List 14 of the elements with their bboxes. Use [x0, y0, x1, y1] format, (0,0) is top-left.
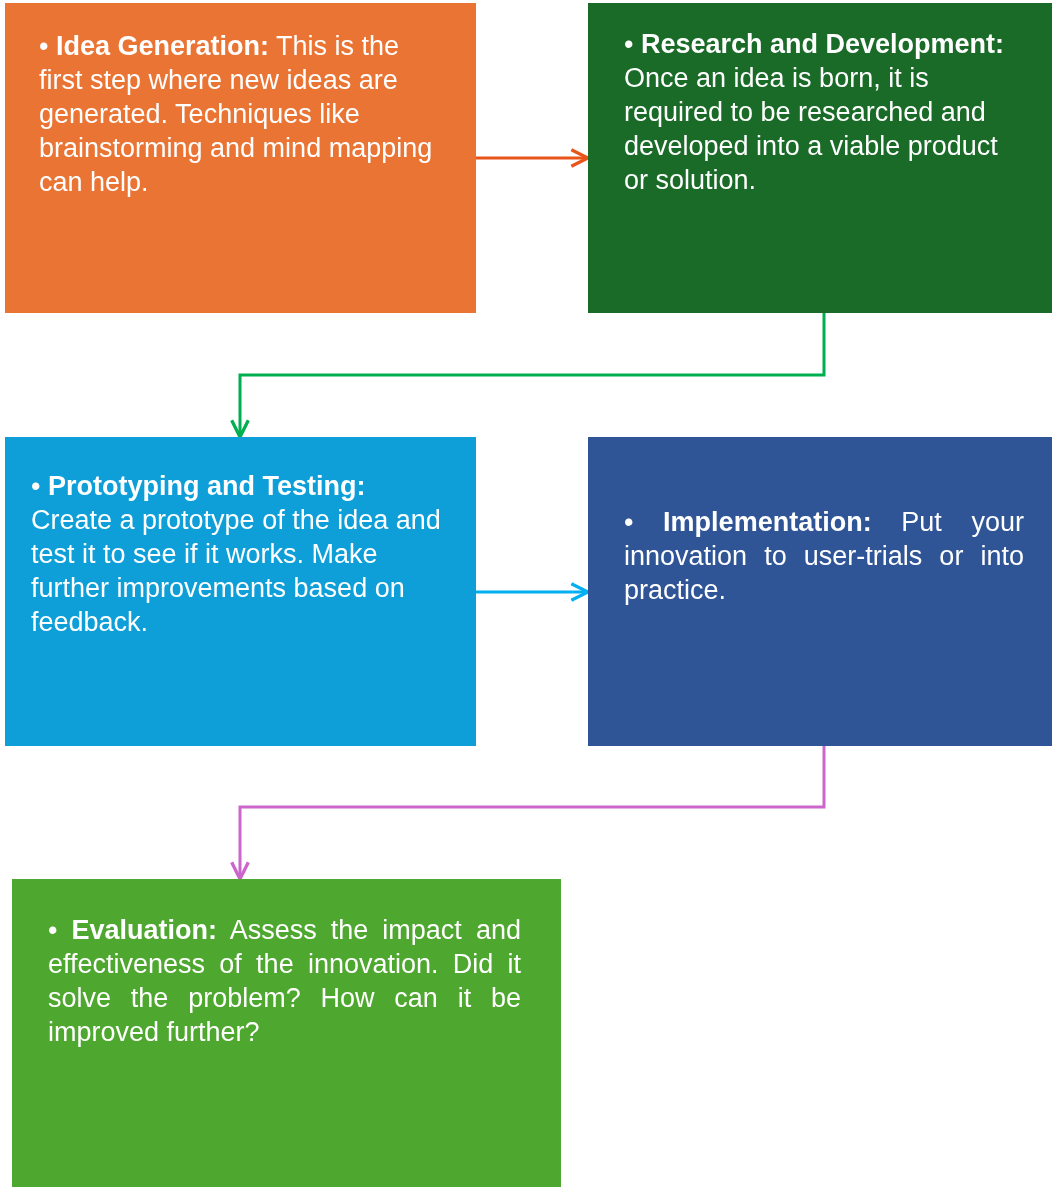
process-box — [588, 3, 1052, 313]
arrow — [230, 313, 826, 439]
step-description: • Prototyping and Testing: Create a prototype of the idea and test it to see if it works. Make further improvements based on feedback. — [31, 470, 442, 639]
step-description: • Idea Generation: This is the first step where new ideas are generated. Techniques like brainstorming and mind mapping can help. — [39, 30, 434, 199]
arrow — [476, 582, 590, 602]
process-box — [5, 437, 476, 746]
arrow — [230, 746, 826, 881]
arrow — [476, 148, 590, 168]
process-box — [5, 3, 476, 313]
step-description: • Research and Development: Once an idea is born, it is required to be researched and developed into a viable product or solution. — [624, 28, 1006, 197]
step-description: • Evaluation: Assess the impact and effectiveness of the innovation. Did it solve the problem? How can it be improved further? — [48, 914, 521, 1049]
process-box — [12, 879, 561, 1187]
process-box — [588, 437, 1052, 746]
step-description: • Implementation: Put your innovation to user-trials or into practice. — [624, 506, 1024, 607]
